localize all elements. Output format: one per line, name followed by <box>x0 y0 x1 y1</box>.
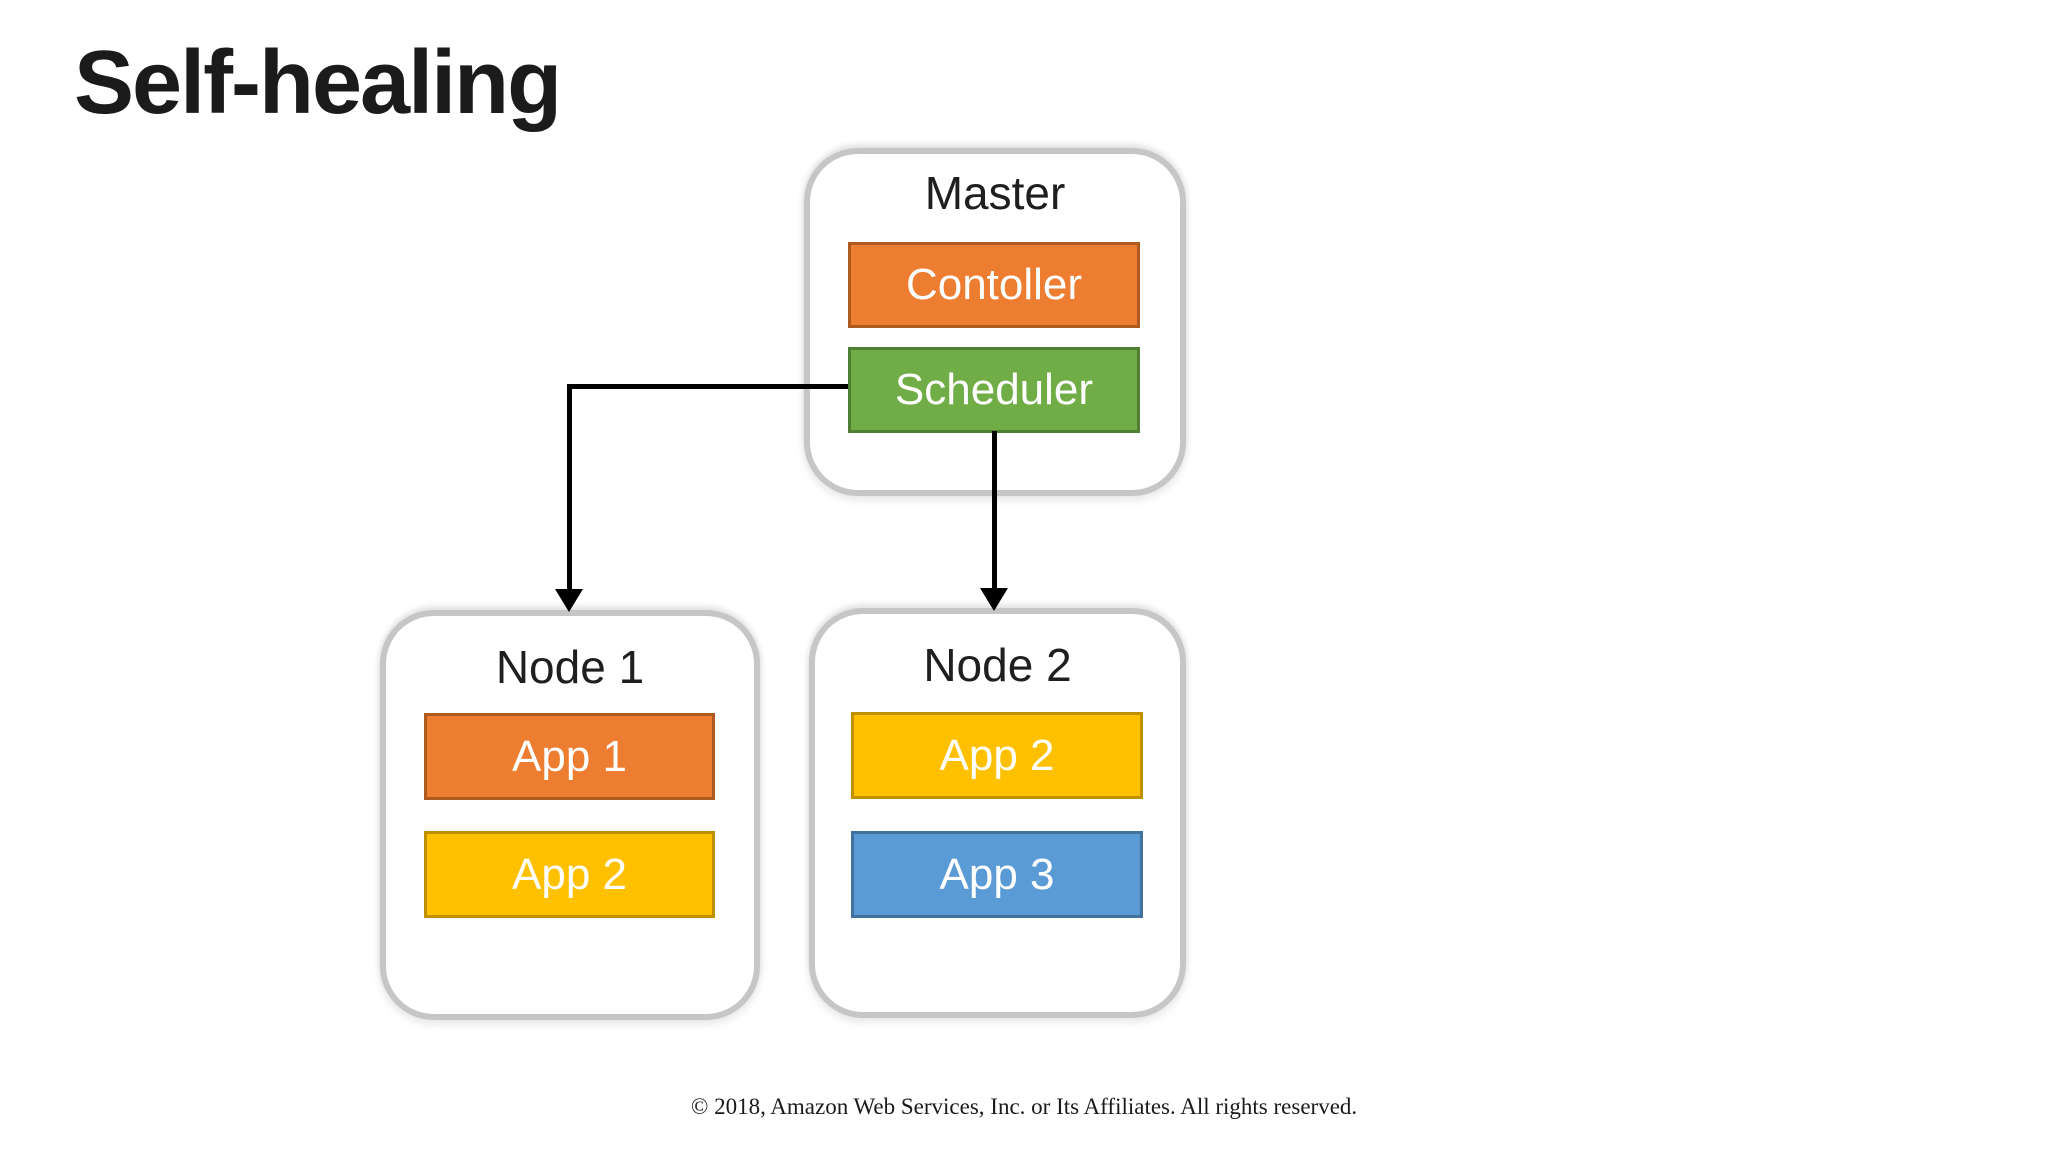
contoller-box: Contoller <box>848 242 1140 328</box>
scheduler-box: Scheduler <box>848 347 1140 433</box>
node2-app2-box: App 2 <box>851 712 1143 799</box>
slide-title: Self-healing <box>74 33 562 133</box>
node1-app2-box: App 2 <box>424 831 715 918</box>
arrow-scheduler-to-node2-arrowhead-icon <box>980 588 1008 611</box>
arrow-scheduler-to-node1-arrowhead-icon <box>555 589 583 612</box>
master-label: Master <box>924 167 1066 219</box>
node1-label: Node 1 <box>495 641 645 693</box>
copyright-footer: © 2018, Amazon Web Services, Inc. or Its… <box>690 1094 1358 1119</box>
node1-app1-box: App 1 <box>424 713 715 800</box>
arrow-scheduler-to-node2-vertical-segment <box>992 431 997 589</box>
arrow-scheduler-to-node1-vertical-segment <box>567 384 572 590</box>
node2-label: Node 2 <box>923 639 1072 691</box>
node2-app3-box: App 3 <box>851 831 1143 918</box>
node2-box <box>809 608 1186 1018</box>
arrow-scheduler-to-node1-horizontal-segment <box>567 384 848 389</box>
node1-box <box>380 610 760 1020</box>
